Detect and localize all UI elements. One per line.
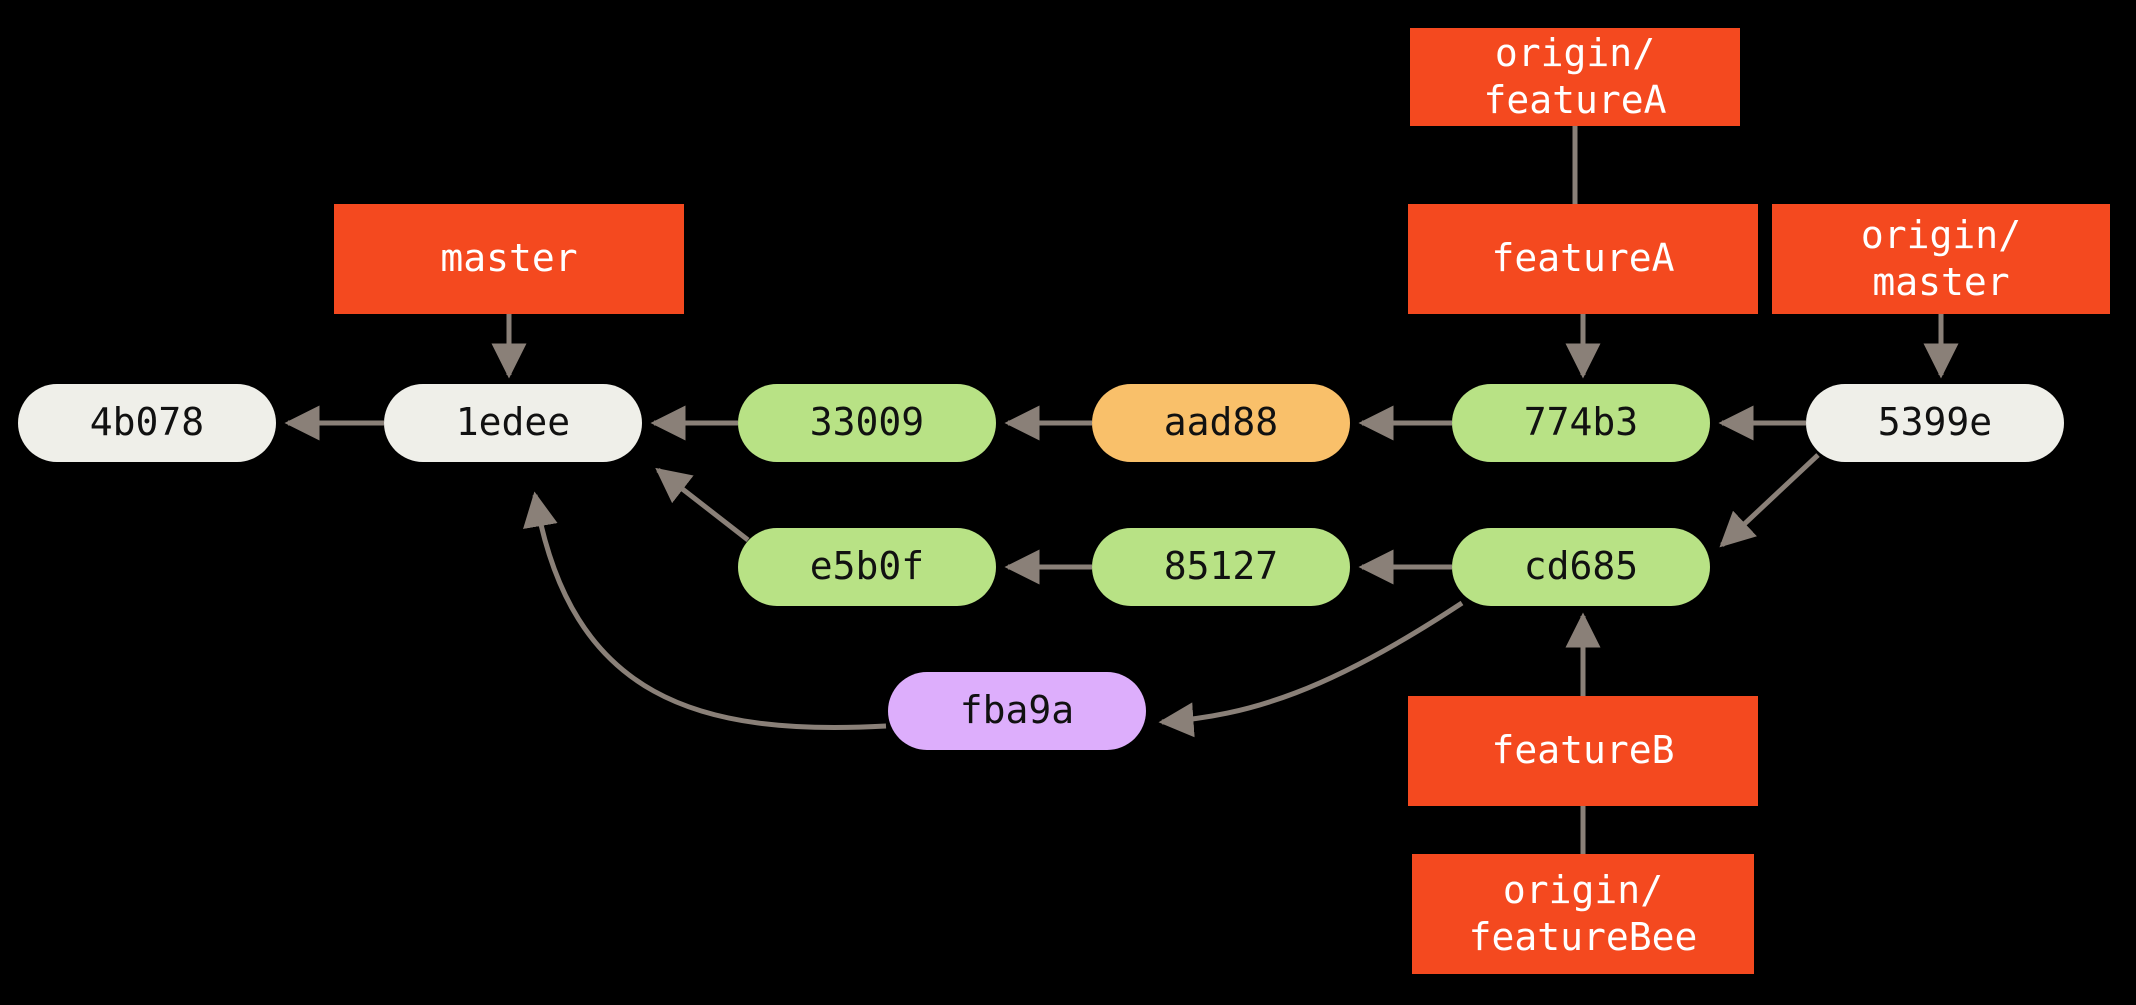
commit-node-4b078[interactable]: 4b078 bbox=[18, 384, 276, 462]
ref-label: featureB bbox=[1491, 728, 1675, 773]
commit-label: aad88 bbox=[1163, 400, 1279, 445]
commit-node-1edee[interactable]: 1edee bbox=[384, 384, 642, 462]
ref-label: origin/ master bbox=[1860, 212, 2022, 305]
edge-5399e-cd685 bbox=[1719, 453, 1820, 548]
commit-node-aad88[interactable]: aad88 bbox=[1092, 384, 1350, 462]
ref-box-origin-master[interactable]: origin/ master bbox=[1772, 204, 2110, 314]
commit-label: 5399e bbox=[1877, 400, 1993, 445]
edge-e5b0f-1edee bbox=[655, 467, 750, 542]
commit-node-85127[interactable]: 85127 bbox=[1092, 528, 1350, 606]
ref-box-featureA[interactable]: featureA bbox=[1408, 204, 1758, 314]
ref-box-featureB[interactable]: featureB bbox=[1408, 696, 1758, 806]
commit-label: 85127 bbox=[1163, 544, 1279, 589]
ref-label: origin/ featureBee bbox=[1468, 867, 1698, 960]
commit-node-cd685[interactable]: cd685 bbox=[1452, 528, 1710, 606]
commit-node-fba9a[interactable]: fba9a bbox=[888, 672, 1146, 750]
commit-label: 4b078 bbox=[89, 400, 205, 445]
ref-box-origin-featureBee[interactable]: origin/ featureBee bbox=[1412, 854, 1754, 974]
ref-label: origin/ featureA bbox=[1483, 30, 1667, 123]
ref-box-master[interactable]: master bbox=[334, 204, 684, 314]
commit-label: 774b3 bbox=[1523, 400, 1639, 445]
commit-label: fba9a bbox=[959, 688, 1075, 733]
edge-fba9a-1edee bbox=[523, 491, 887, 730]
commit-node-5399e[interactable]: 5399e bbox=[1806, 384, 2064, 462]
commit-label: cd685 bbox=[1523, 544, 1639, 589]
ref-label: master bbox=[440, 236, 578, 281]
commit-label: 33009 bbox=[809, 400, 925, 445]
ref-box-origin-featureA[interactable]: origin/ featureA bbox=[1410, 28, 1740, 126]
commit-node-e5b0f[interactable]: e5b0f bbox=[738, 528, 996, 606]
commit-label: 1edee bbox=[455, 400, 571, 445]
commit-node-33009[interactable]: 33009 bbox=[738, 384, 996, 462]
ref-label: featureA bbox=[1491, 236, 1675, 281]
commit-node-774b3[interactable]: 774b3 bbox=[1452, 384, 1710, 462]
edge-cd685-fba9a bbox=[1158, 600, 1464, 738]
commit-label: e5b0f bbox=[809, 544, 925, 589]
